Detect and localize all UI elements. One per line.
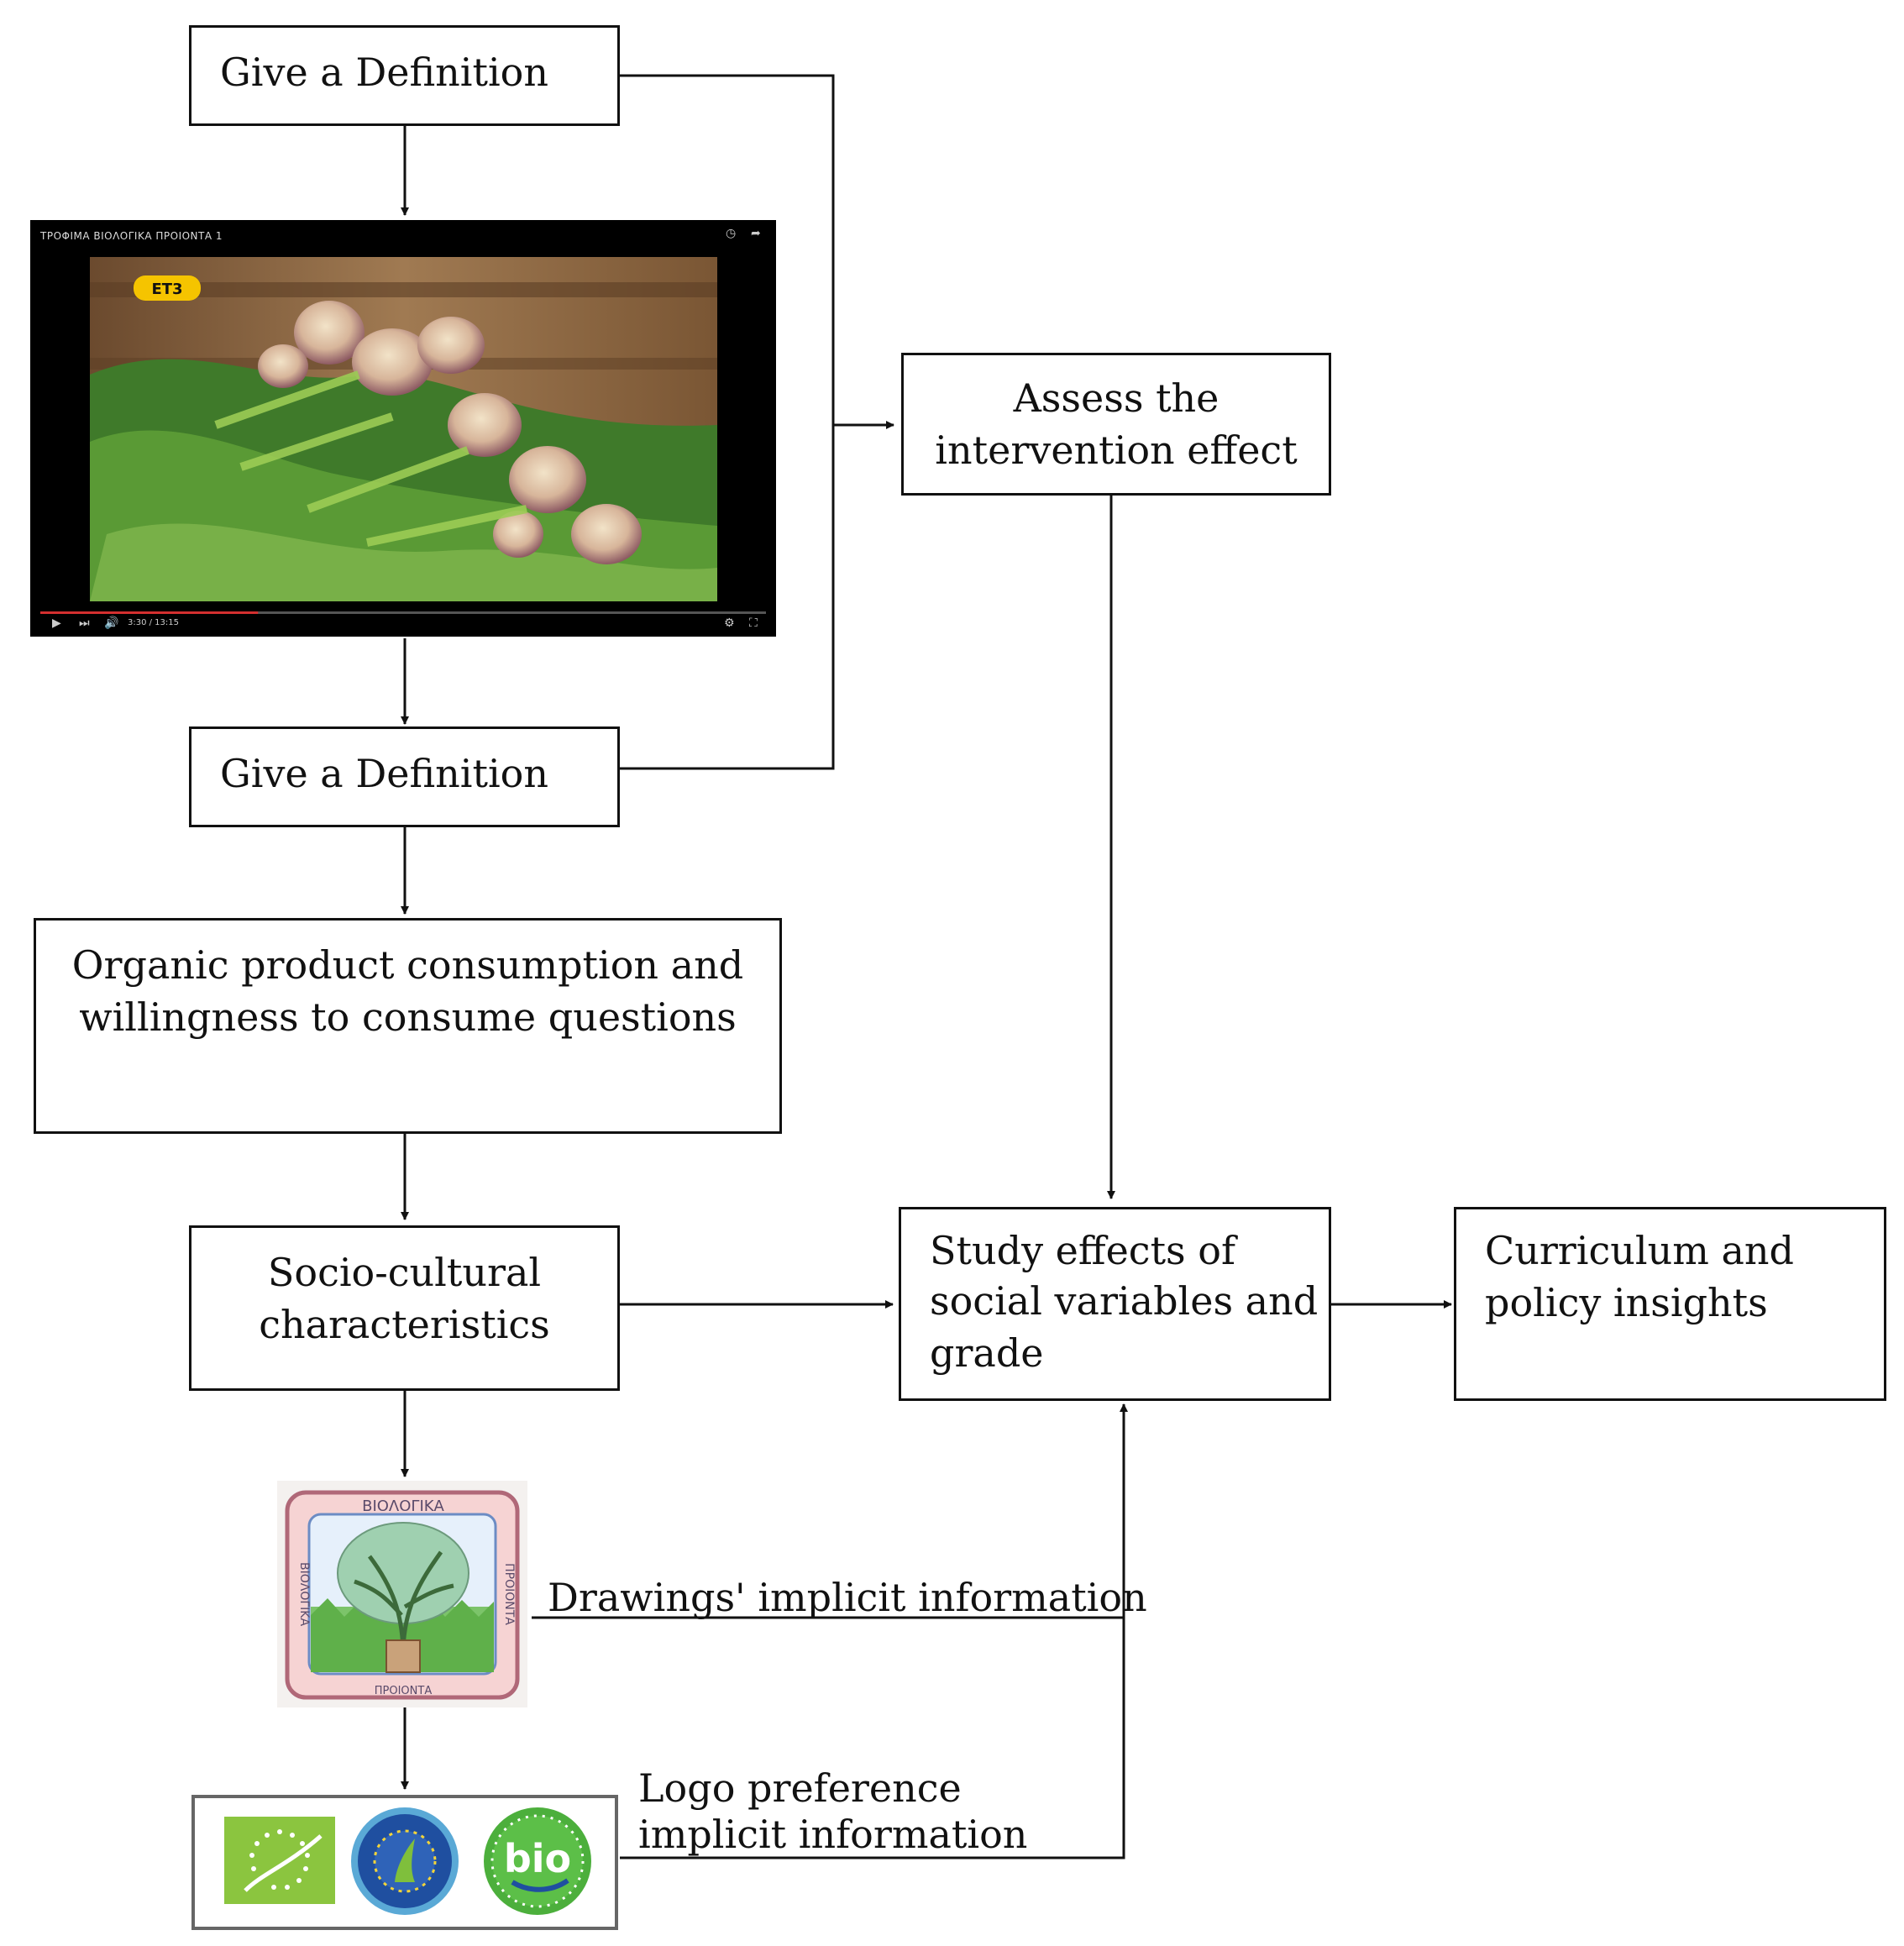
drawing-right-text: ΠΡΟΙΟΝΤΑ [502, 1563, 516, 1625]
eu-organic-leaf-icon [224, 1817, 335, 1904]
video-controls[interactable]: ▶ ⏭ 🔊 3:30 / 13:15 ⚙ ⛶ [30, 611, 776, 637]
video-progress-bar[interactable] [30, 611, 776, 637]
logo-label-line2: implicit information [638, 1812, 1028, 1857]
curriculum-box: Curriculum and policy insights [1454, 1207, 1886, 1401]
play-icon[interactable]: ▶ [52, 616, 61, 630]
definition-box-top: Give a Definition [189, 25, 620, 126]
bio-logo-icon: bio [484, 1807, 591, 1915]
drawings-label: Drawings' implicit information [548, 1575, 1147, 1620]
bio-logo-text: bio [504, 1836, 571, 1881]
curriculum-text-line2: policy insights [1485, 1280, 1768, 1325]
drawing-bottom-text: ΠΡΟΙΟΝΤΑ [375, 1685, 433, 1697]
study-effects-box: Study effects of social variables and gr… [899, 1207, 1331, 1401]
organic-text-line2: willingness to consume questions [79, 994, 737, 1040]
bracket-definitions [620, 74, 835, 770]
clock-icon: ◷ [726, 227, 737, 240]
logo-label-line1: Logo preference [638, 1765, 962, 1811]
curriculum-text-line1: Curriculum and [1485, 1228, 1794, 1273]
video-time: 3:30 / 13:15 [128, 618, 180, 627]
organic-logos-panel: bio [191, 1795, 618, 1930]
drawing-top-text: ΒΙΟΛΟΓΙΚΑ [362, 1498, 444, 1515]
organic-questions-box: Organic product consumption and willingn… [34, 918, 782, 1134]
study-text-line2: social variables and [930, 1278, 1319, 1324]
definition-box-bottom: Give a Definition [189, 726, 620, 827]
socio-cultural-box: Socio-cultural characteristics [189, 1225, 620, 1391]
video-player[interactable]: ΤΡΟΦΙΜΑ ΒΙΟΛΟΓΙΚΑ ΠΡΟΙΟΝΤΑ 1 ◷ ➦ [30, 220, 776, 637]
greek-organic-seal-icon [351, 1807, 459, 1915]
socio-text-line2: characteristics [259, 1302, 550, 1347]
fullscreen-icon[interactable]: ⛶ [749, 616, 758, 630]
definition-text-bottom: Give a Definition [220, 751, 548, 796]
line-logo-feed [620, 1408, 1125, 1859]
definition-text-top: Give a Definition [220, 50, 548, 95]
channel-badge: ΕΤ3 [151, 281, 182, 298]
assess-box: Assess the intervention effect [901, 353, 1331, 496]
assess-text-line1: Assess the [1013, 375, 1220, 421]
video-frame-vegetables: ΕΤ3 [90, 257, 717, 601]
socio-text-line1: Socio-cultural [267, 1250, 542, 1295]
volume-icon[interactable]: 🔊 [104, 616, 119, 630]
organic-text-line1: Organic product consumption and [71, 942, 744, 988]
assess-text-line2: intervention effect [935, 427, 1298, 473]
next-icon[interactable]: ⏭ [79, 616, 90, 630]
settings-icon[interactable]: ⚙ [724, 616, 735, 630]
study-text-line1: Study effects of [930, 1228, 1236, 1273]
share-icon: ➦ [751, 227, 761, 240]
study-text-line3: grade [930, 1330, 1044, 1376]
video-title: ΤΡΟΦΙΜΑ ΒΙΟΛΟΓΙΚΑ ΠΡΟΙΟΝΤΑ 1 [40, 230, 223, 242]
drawing-left-text: ΒΙΟΛΟΓΙΚΑ [297, 1562, 311, 1626]
child-drawing-image: ΒΙΟΛΟΓΙΚΑ ΒΙΟΛΟΓΙΚΑ ΠΡΟΙΟΝΤΑ ΠΡΟΙΟΝΤΑ [277, 1481, 527, 1707]
